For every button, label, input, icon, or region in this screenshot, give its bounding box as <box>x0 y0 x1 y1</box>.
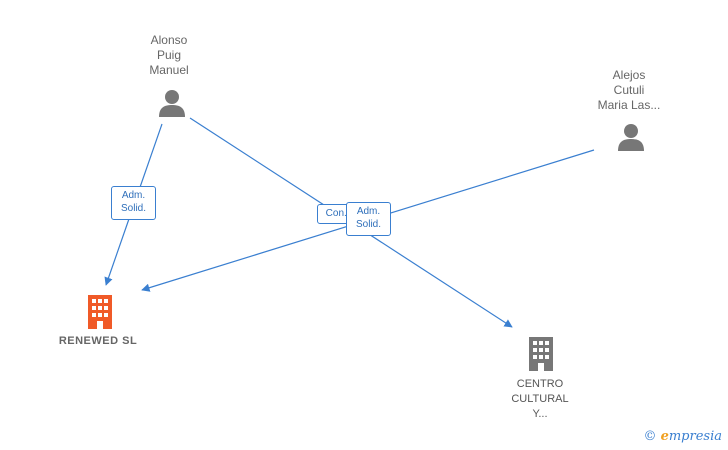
brand-initial: e <box>660 429 669 444</box>
person-icon[interactable] <box>157 88 187 118</box>
building-icon[interactable] <box>85 294 115 330</box>
edge-badge-adm-solid[interactable]: Adm. Solid. <box>346 202 391 236</box>
company-label-centro[interactable]: CENTRO CULTURAL Y... <box>511 378 569 420</box>
building-icon[interactable] <box>526 336 556 372</box>
person-label-alonso[interactable]: Alonso Puig Manuel <box>149 33 189 77</box>
person-icon[interactable] <box>616 122 646 152</box>
brand-watermark: © empresia <box>643 429 722 444</box>
edge-badge-adm-solid[interactable]: Adm. Solid. <box>111 186 156 220</box>
brand-name: mpresia <box>668 429 722 444</box>
company-label-renewed[interactable]: RENEWED SL <box>58 335 138 347</box>
copyright-icon: © <box>643 429 657 444</box>
person-label-alejos[interactable]: Alejos Cutuli Maria Las... <box>597 68 661 112</box>
